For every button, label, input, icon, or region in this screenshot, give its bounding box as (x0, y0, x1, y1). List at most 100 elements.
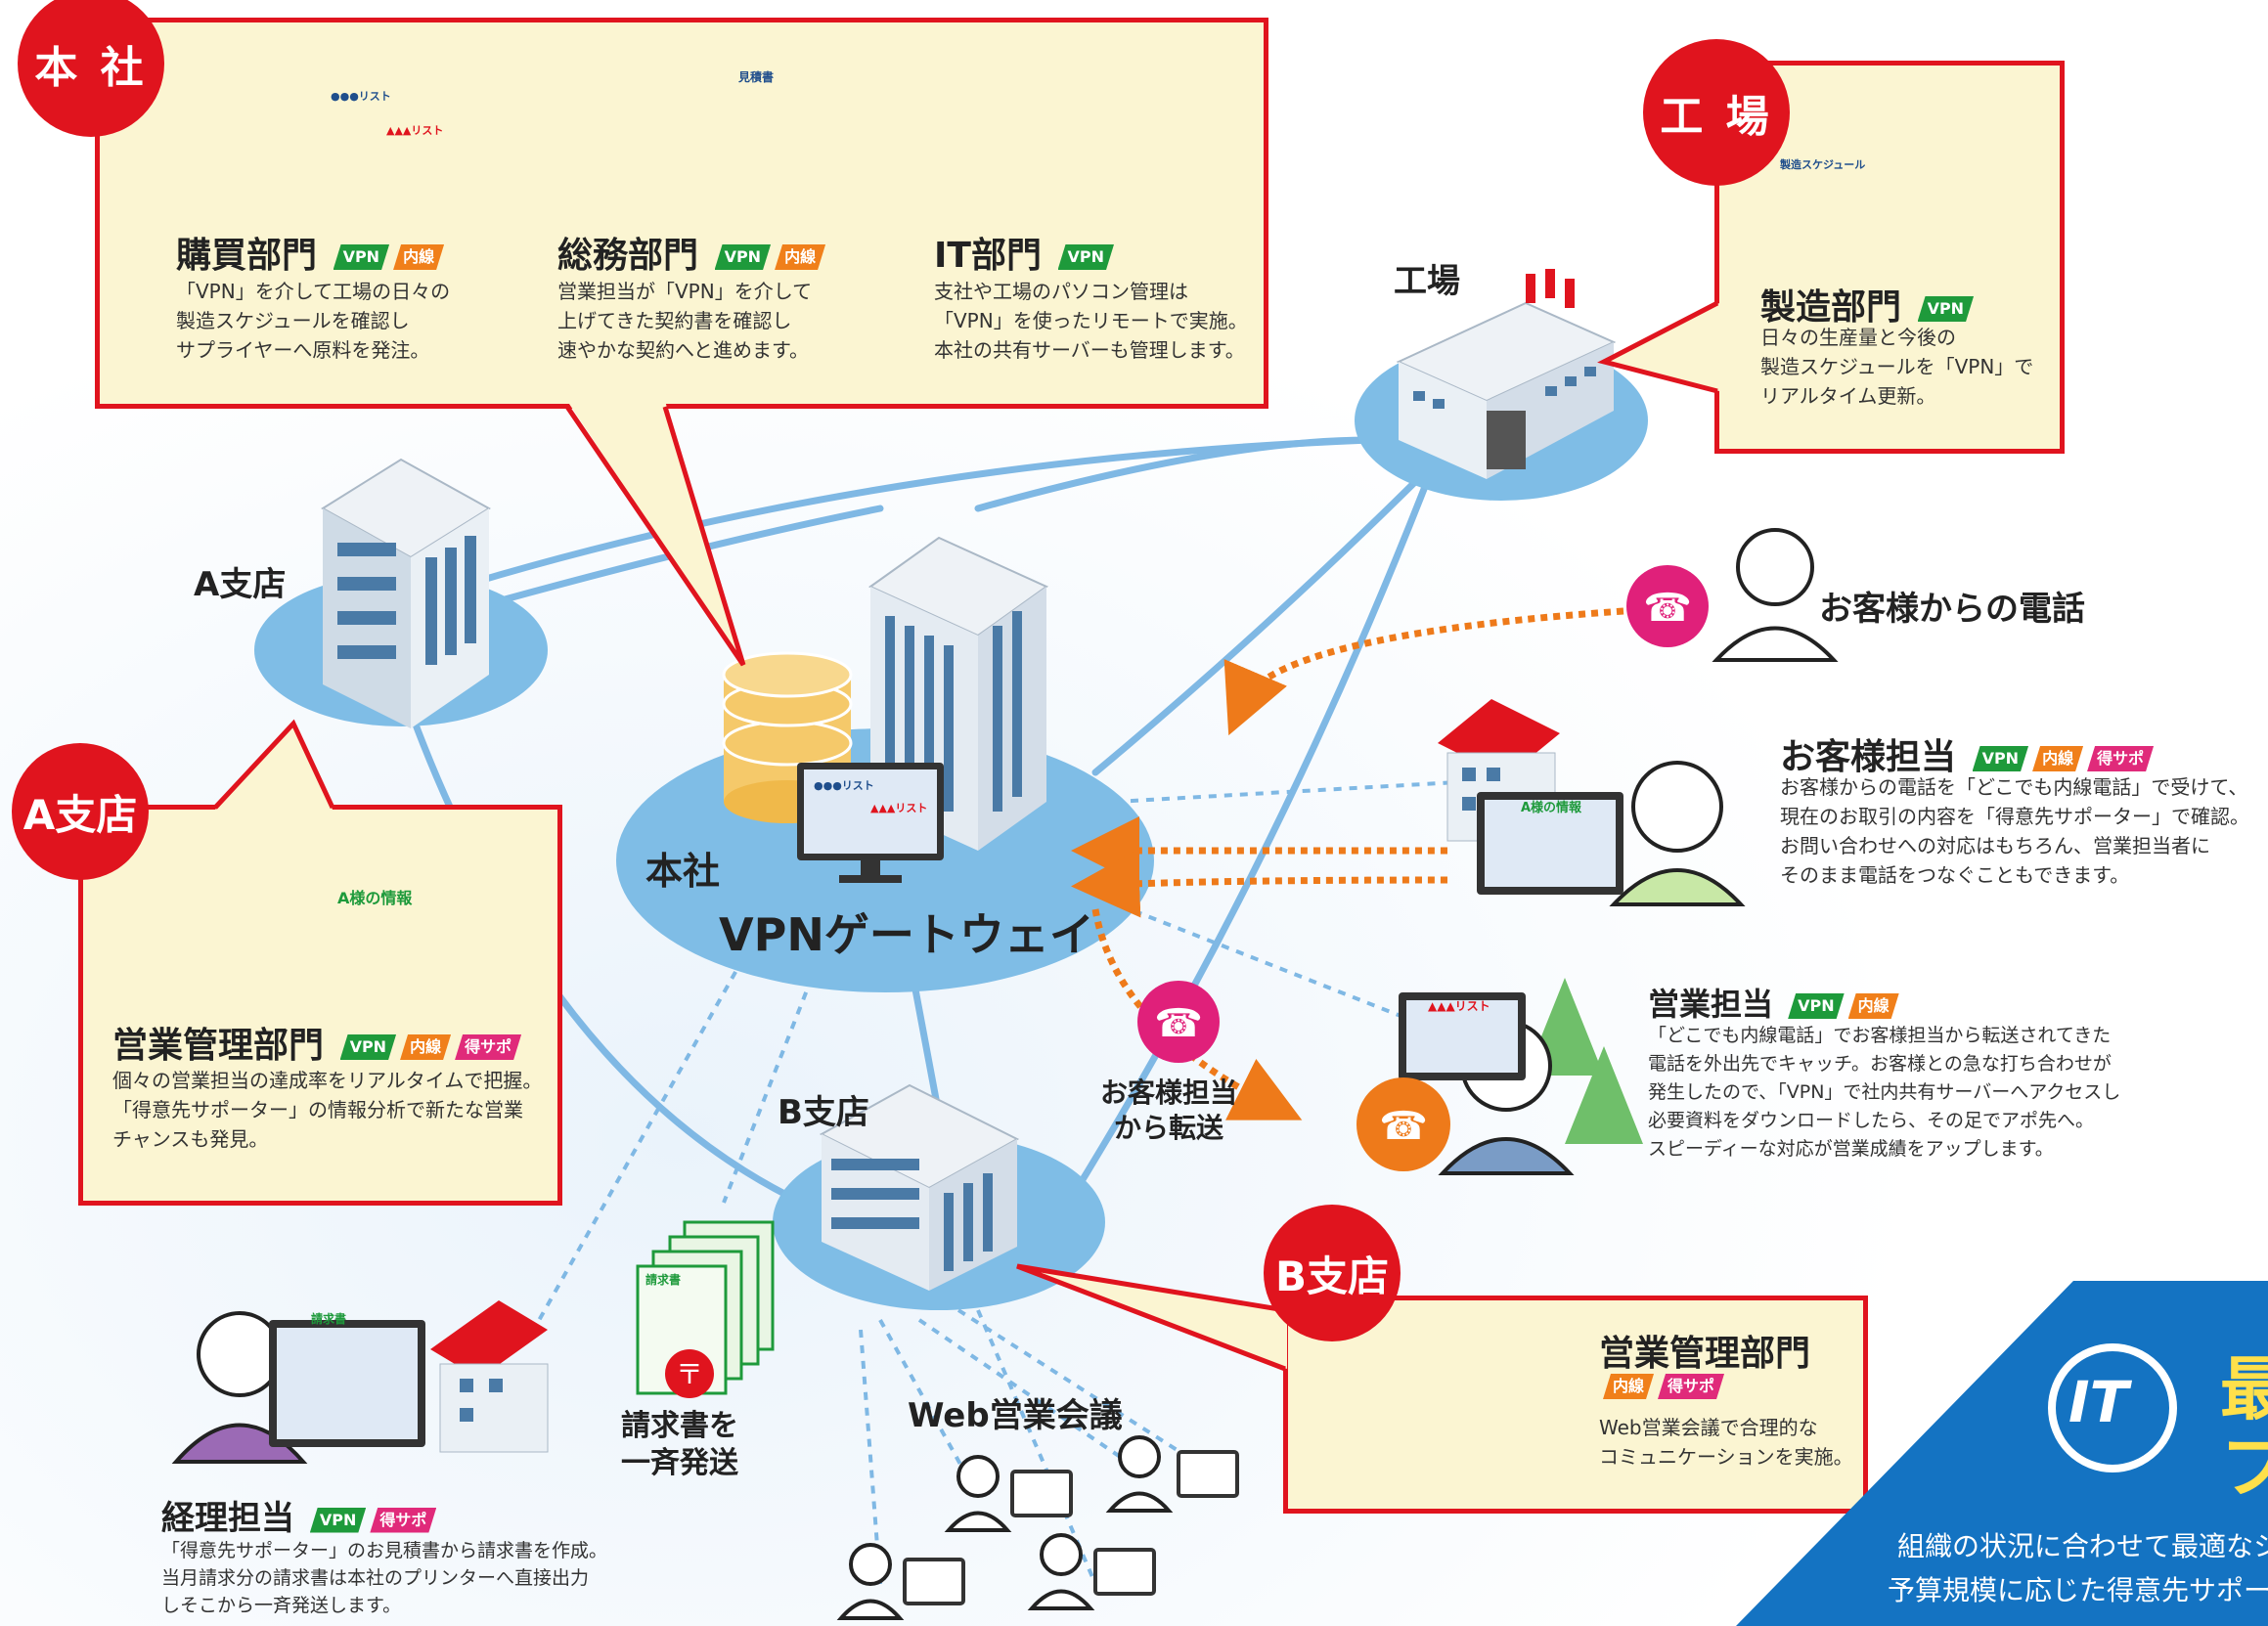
tag-naisen: 内線 (1603, 1374, 1654, 1399)
tag-naisen: 内線 (393, 244, 444, 270)
tag-tokusapo: 得サポ (1658, 1374, 1724, 1399)
line-abranch-factory (456, 436, 1373, 591)
tag-vpn: VPN (1973, 746, 2029, 771)
hq-dept-purchasing-desc: 「VPN」を介して工場の日々の 製造スケジュールを確認し サプライヤーへ原料を発… (176, 280, 451, 362)
hq-screen-list2: ▲▲▲リスト (870, 802, 928, 814)
accounting-desc: 「得意先サポーター」のお見積書から請求書を作成。 当月請求分の請求書は本社のプリ… (161, 1540, 608, 1616)
route-call-to-hq (1223, 607, 1624, 736)
tag-vpn: VPN (310, 1508, 367, 1533)
dash-hq-accounting (526, 957, 745, 1340)
tag-naisen: 内線 (2032, 746, 2083, 771)
sales-rep-desc: 「どこでも内線電話」でお客様担当から転送されてきた 電話を外出先でキャッチ。お客… (1648, 1025, 2121, 1160)
line-factory-bbranch (1052, 475, 1432, 1226)
svg-text:〒: 〒 (676, 1358, 703, 1390)
hq-badge: 本 社 (18, 0, 164, 137)
customer-rep-desc: お客様からの電話を「どこでも内線電話」で受けて、 現在のお取引の内容を「得意先サ… (1780, 775, 2249, 887)
factory-screen-text: 製造スケジュール (1780, 158, 1866, 171)
hq-screen-list1: ●●●リスト (814, 779, 874, 792)
route-hq-to-sales (1091, 908, 1303, 1121)
route-hq-to-rep-2 (1071, 849, 1448, 918)
label-vpn-gateway: VPNゲートウェイ (719, 908, 1094, 961)
hq-monitor (797, 763, 944, 883)
banner-text-1: 組織の状況に合わせて最適なシ (1897, 1530, 2268, 1562)
dash-hq-customer (1114, 780, 1458, 804)
label-web-meeting: Web営業会議 (908, 1396, 1123, 1435)
label-factory: 工場 (1394, 262, 1460, 301)
smartphone-icon: ☎ (1356, 1077, 1450, 1171)
abranch-info-box (78, 805, 562, 1206)
hq-dept-it-title: IT部門 VPN (934, 227, 1114, 278)
tag-vpn: VPN (340, 1034, 397, 1060)
factory-dept-desc: 日々の生産量と今後の 製造スケジュールを「VPN」で リアルタイム更新。 (1760, 326, 2034, 408)
rep-screen-text: A様の情報 (1521, 801, 1582, 815)
tag-tokusapo: 得サポ (455, 1034, 521, 1060)
abranch-screen-text: A様の情報 (337, 889, 413, 907)
label-b-branch: B支店 (778, 1093, 869, 1132)
label-a-branch: A支店 (194, 565, 287, 604)
bbranch-tags: 内線得サポ (1599, 1374, 1724, 1399)
label-hq: 本社 (645, 850, 721, 893)
dash-hq-sales (1104, 898, 1429, 1029)
dash-web2 (917, 1318, 1136, 1469)
hq-building (868, 536, 1048, 851)
bbranch-badge: B支店 (1264, 1205, 1401, 1341)
dash-web4 (859, 1329, 882, 1585)
factory-badge: 工 場 (1643, 39, 1790, 186)
abranch-dept-desc: 個々の営業担当の達成率をリアルタイムで把握。 「得意先サポーター」の情報分析で新… (112, 1069, 543, 1151)
dash-web5 (976, 1309, 1097, 1585)
dash-web3 (956, 1308, 1205, 1469)
bbranch-building (819, 1083, 1020, 1291)
phone-transfer-icon: ☎ (1137, 981, 1220, 1063)
accounting-screen-text: 請求書 (311, 1312, 347, 1326)
it-logo: IT (2068, 1369, 2129, 1435)
hq-dept-it-desc: 支社や工場のパソコン管理は 「VPN」を使ったリモートで実施。 本社の共有サーバ… (934, 280, 1248, 362)
tag-vpn: VPN (334, 244, 390, 270)
svg-text:☎: ☎ (1379, 1104, 1428, 1149)
abranch-building (321, 458, 491, 728)
svg-text:☎: ☎ (1154, 1001, 1203, 1046)
label-customer-call: お客様からの電話 (1819, 590, 2085, 629)
phone-call-icon: ☎ (1626, 565, 1709, 647)
purchasing-screen-text: ●●●リスト (331, 90, 391, 103)
tag-naisen: 内線 (1848, 993, 1899, 1019)
tag-naisen: 内線 (775, 244, 825, 270)
tag-vpn: VPN (1058, 244, 1115, 270)
sales-screen-text: ▲▲▲リスト (1428, 999, 1490, 1013)
hq-dept-general-desc: 営業担当が「VPN」を介して 上げてきた契約書を確認し 速やかな契約へと進めます… (557, 280, 813, 362)
tag-vpn: VPN (715, 244, 772, 270)
invoice-stack-icon: 〒 (636, 1220, 775, 1398)
banner-text-2: 予算規模に応じた得意先サポー (1888, 1574, 2268, 1606)
factory-building (1396, 269, 1617, 479)
tag-tokusapo: 得サポ (2087, 746, 2154, 771)
bbranch-dept-title: 営業管理部門 (1599, 1334, 1811, 1374)
factory-dept-title: 製造部門 VPN (1760, 279, 1974, 330)
dash-web1 (878, 1319, 980, 1497)
bbranch-info-box (1283, 1296, 1868, 1514)
general-screen-text: 見積書 (738, 70, 775, 84)
hq-info-box (95, 18, 1268, 409)
banner-headline-2: フ (2220, 1428, 2268, 1508)
line-hq-factory-2 (1091, 456, 1442, 776)
tag-naisen: 内線 (400, 1034, 451, 1060)
label-invoice-send: 請求書を 一斉発送 (621, 1409, 738, 1480)
tag-tokusapo: 得サポ (370, 1508, 436, 1533)
bbranch-dept-desc: Web営業会議で合理的な コミュニケーションを実施。 (1599, 1416, 1853, 1469)
purchasing-screen-text2: ▲▲▲リスト (386, 124, 444, 137)
tag-vpn: VPN (1788, 993, 1845, 1019)
svg-text:☎: ☎ (1643, 586, 1692, 631)
accounting-house-icon (430, 1300, 549, 1453)
label-transfer: お客様担当 から転送 (1100, 1077, 1238, 1144)
tag-vpn: VPN (1918, 296, 1975, 322)
